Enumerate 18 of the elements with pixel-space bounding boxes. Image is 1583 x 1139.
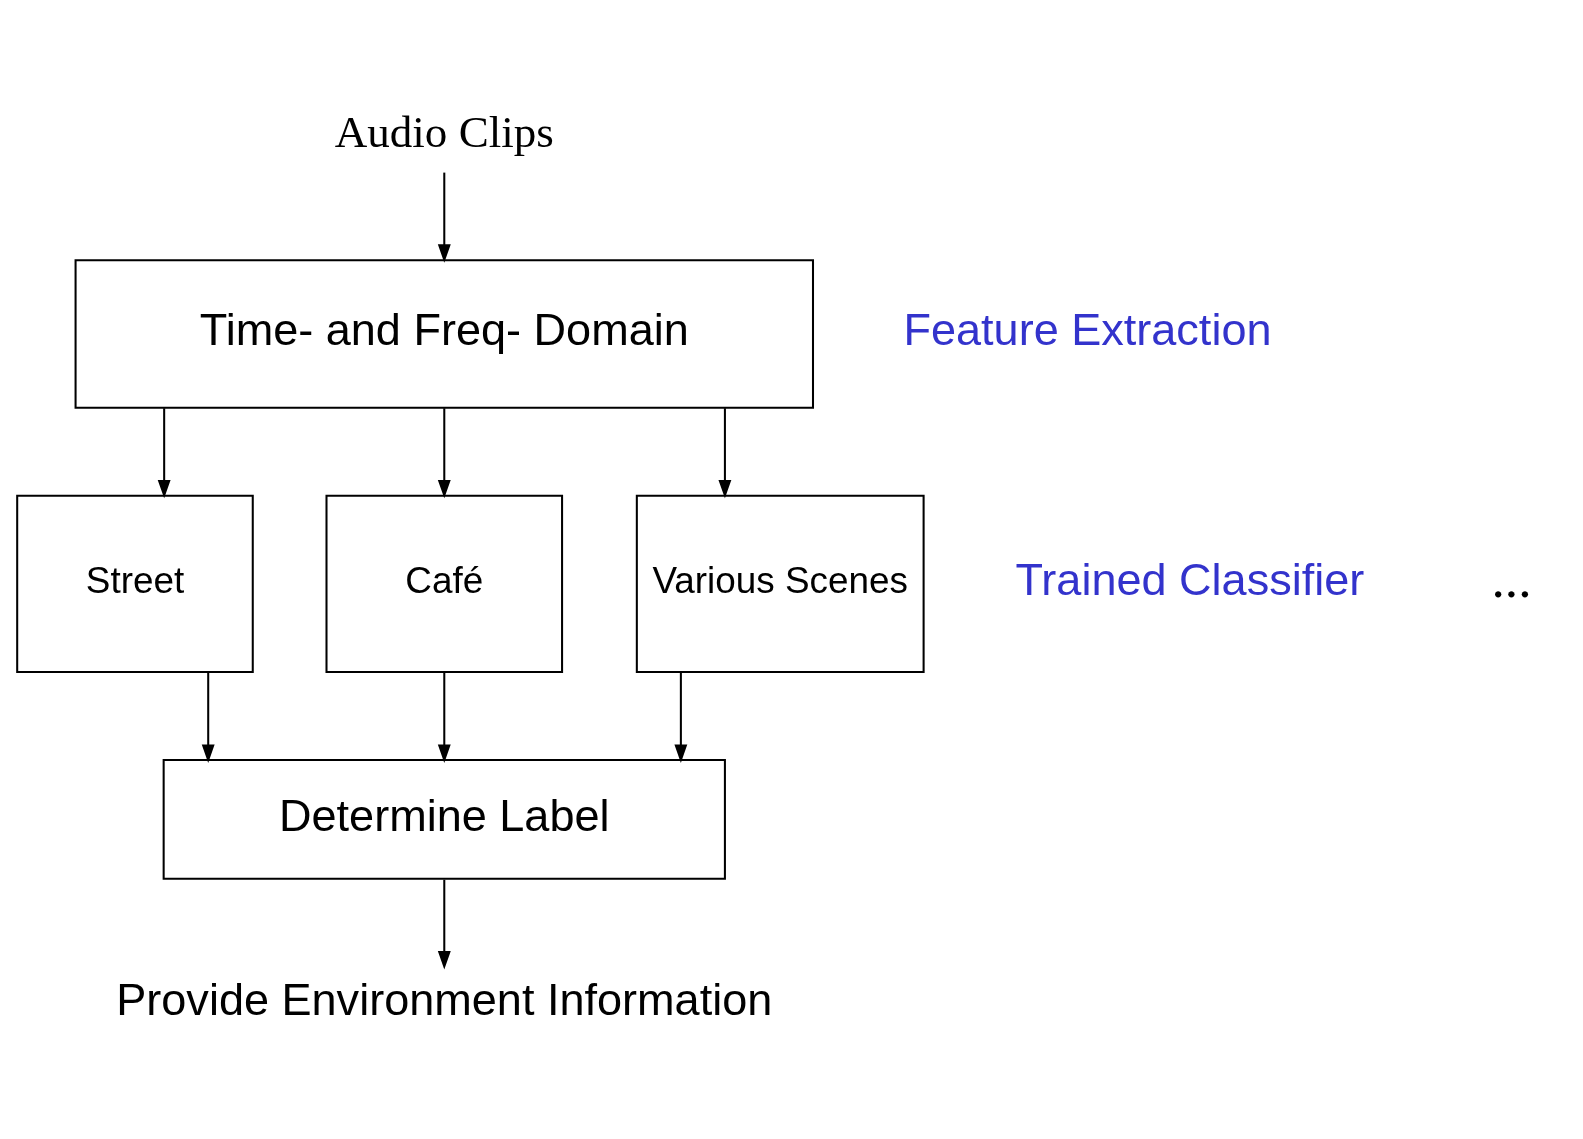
arrow bbox=[437, 879, 451, 970]
node-box: Time- and Freq- Domain bbox=[74, 259, 814, 409]
label: Feature Extraction bbox=[902, 304, 1272, 356]
arrow bbox=[673, 672, 687, 763]
node-box: Determine Label bbox=[162, 758, 726, 880]
arrow bbox=[437, 408, 451, 499]
arrow bbox=[201, 672, 215, 763]
node-box: Street bbox=[15, 494, 254, 673]
node-box: Café bbox=[324, 494, 563, 673]
arrow bbox=[437, 172, 451, 263]
label: Trained Classifier bbox=[1014, 554, 1364, 606]
arrow bbox=[717, 408, 731, 499]
arrow bbox=[157, 408, 171, 499]
label: ... bbox=[1491, 549, 1531, 609]
arrow bbox=[437, 672, 451, 763]
node-text: Audio Clips bbox=[334, 106, 554, 157]
node-box: Various Scenes bbox=[635, 494, 925, 673]
node-text: Provide Environment Information bbox=[115, 974, 772, 1026]
